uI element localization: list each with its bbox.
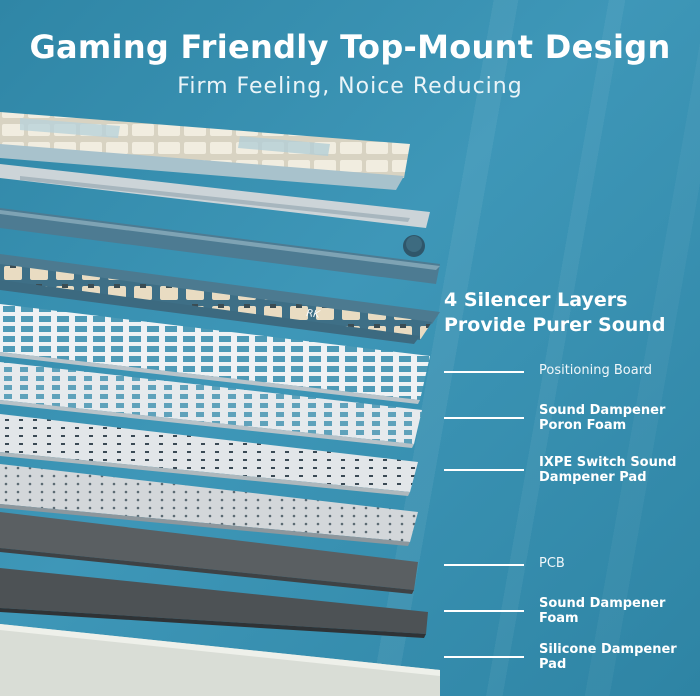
label-line-2: Dampener Pad — [539, 470, 647, 485]
dampener-foam-layer — [0, 512, 418, 594]
label-ixpe-switch-pad: IXPE Switch Sound Dampener Pad — [444, 455, 700, 485]
page-title: Gaming Friendly Top-Mount Design — [29, 28, 671, 66]
label-text: Sound Dampener Foam — [539, 596, 665, 626]
label-text: Positioning Board — [539, 363, 652, 378]
label-line-1: Silicone Dampener — [539, 642, 677, 657]
bottom-case — [0, 624, 440, 696]
label-line-1: Positioning Board — [539, 363, 653, 378]
top-case-frame — [0, 164, 440, 284]
leader-line — [444, 656, 524, 658]
silencer-layers-heading: 4 Silencer Layers Provide Purer Sound — [444, 288, 665, 338]
positioning-board — [0, 304, 430, 404]
heading-line-1: 4 Silencer Layers — [444, 289, 628, 311]
leader-line — [444, 610, 524, 612]
label-line-1: IXPE Switch Sound — [539, 455, 677, 470]
page-subtitle: Firm Feeling, Noice Reducing — [177, 74, 523, 99]
leader-line — [444, 371, 524, 373]
label-text: PCB — [539, 556, 565, 571]
leader-line — [444, 564, 524, 566]
heading-line-2: Provide Purer Sound — [444, 314, 666, 336]
label-text: Sound Dampener Poron Foam — [539, 403, 665, 433]
pcb-layer — [0, 464, 418, 546]
label-line-1: Sound Dampener — [539, 403, 666, 418]
exploded-keyboard-illustration: RK — [0, 112, 440, 696]
label-line-1: PCB — [539, 556, 565, 571]
poron-foam-layer — [0, 362, 422, 448]
brand-logo: RK — [306, 308, 322, 321]
label-line-2: Poron Foam — [539, 418, 627, 433]
keycap-layer — [0, 112, 410, 190]
leader-line — [444, 469, 524, 471]
label-text: IXPE Switch Sound Dampener Pad — [539, 455, 676, 485]
label-line-2: Pad — [539, 657, 567, 672]
switch-frame: RK — [0, 254, 440, 344]
ixpe-pad-layer — [0, 414, 418, 496]
label-sound-dampener-foam: Sound Dampener Foam — [444, 596, 700, 626]
label-line-2: Foam — [539, 611, 579, 626]
label-text: Silicone Dampener Pad — [539, 642, 677, 672]
silicone-pad-layer — [0, 568, 428, 638]
label-line-1: Sound Dampener — [539, 596, 666, 611]
label-positioning-board: Positioning Board — [444, 363, 700, 378]
leader-line — [444, 417, 524, 419]
label-silicone-dampener-pad: Silicone Dampener Pad — [444, 642, 700, 672]
label-pcb: PCB — [444, 556, 700, 571]
label-sound-dampener-poron-foam: Sound Dampener Poron Foam — [444, 403, 700, 433]
